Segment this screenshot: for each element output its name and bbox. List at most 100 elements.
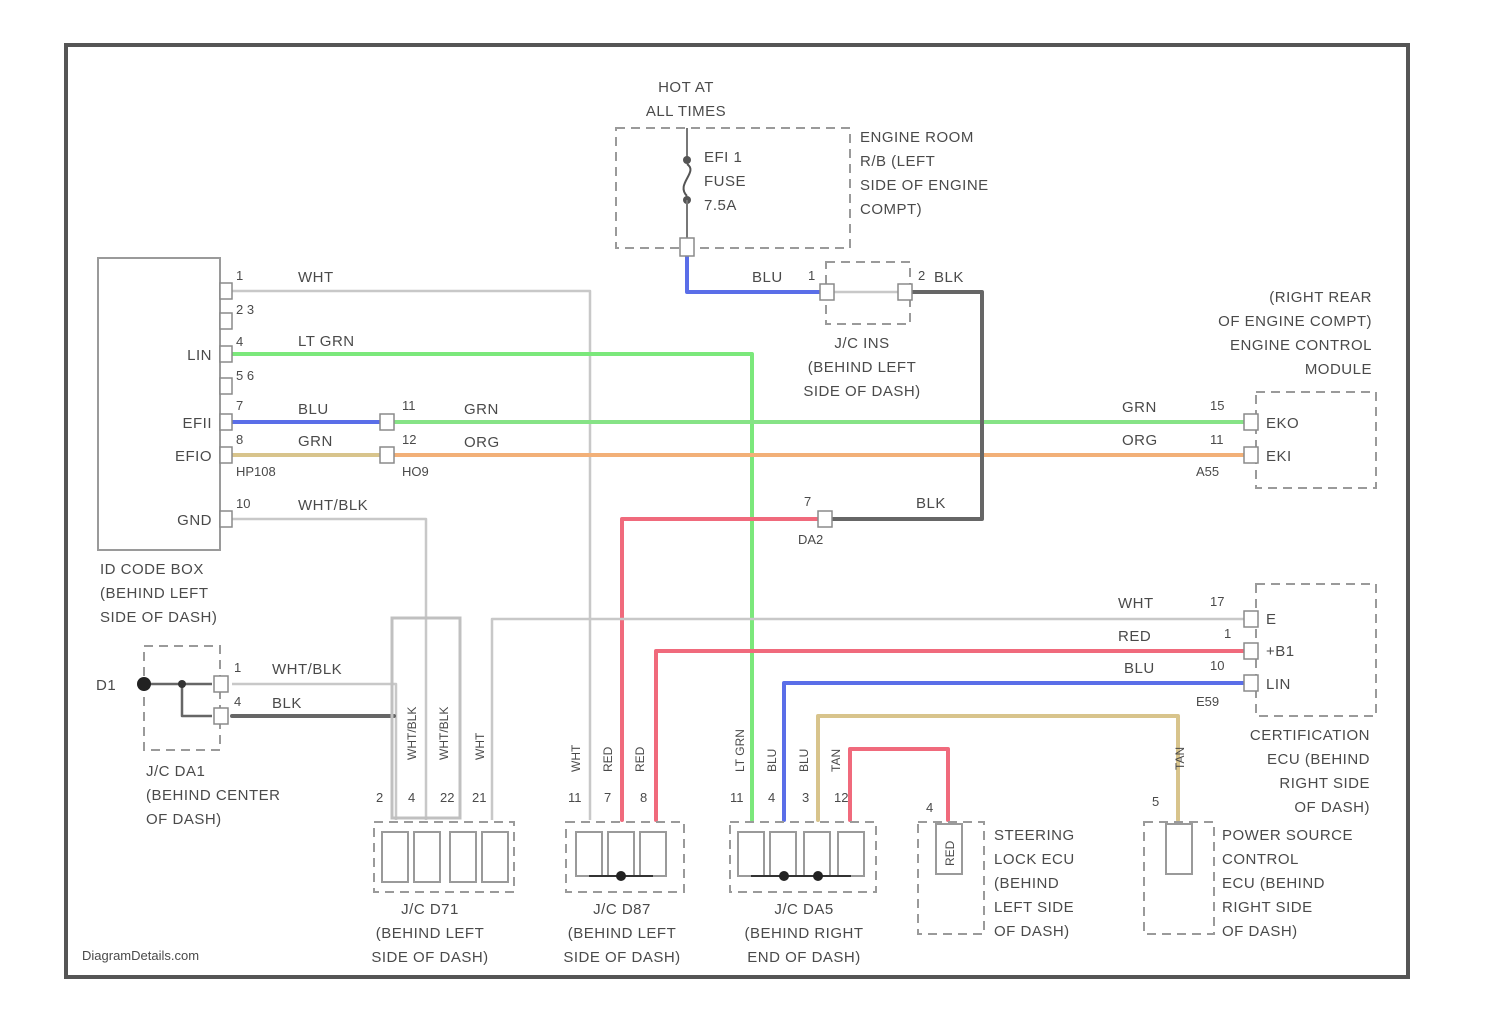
fuse-location-2: R/B (LEFT — [860, 153, 935, 170]
jc-ins-pin-1 — [820, 284, 834, 300]
b3-splice-2 — [813, 871, 823, 881]
wire-red-steer — [850, 749, 948, 820]
cert-pin-10-num: 10 — [1210, 658, 1224, 673]
jc-da1-caption-1: J/C DA1 — [146, 763, 205, 780]
b2-conn-2 — [608, 832, 634, 876]
cert-signal-e: E — [1266, 611, 1277, 628]
id-pin-10 — [220, 511, 232, 527]
b1-conn-3 — [450, 832, 476, 882]
id-pin-5-6 — [220, 378, 232, 394]
b2-wire-label-2: RED — [601, 746, 615, 772]
pwr-src-caption-3: ECU (BEHIND — [1222, 875, 1325, 892]
watermark: DiagramDetails.com — [82, 948, 199, 963]
pwr-src-caption-5: OF DASH) — [1222, 923, 1298, 940]
grn-ecm-label: GRN — [1122, 399, 1157, 416]
b3-splice-1 — [779, 871, 789, 881]
ecm-pin-15 — [1244, 414, 1258, 430]
b3-pin-1: 11 — [730, 790, 744, 805]
id-pin-8 — [220, 447, 232, 463]
b2-pin-1: 11 — [568, 790, 582, 805]
ground-splice — [178, 680, 186, 688]
jc-ins-pin-2-num: 2 — [918, 268, 925, 283]
b1-pin-1: 2 — [376, 790, 383, 805]
cert-connector-code: E59 — [1196, 694, 1219, 709]
steering-caption-5: OF DASH) — [994, 923, 1070, 940]
id-pin-7-num: 7 — [236, 398, 243, 413]
cert-pin-10 — [1244, 675, 1258, 691]
b3-wire-label-4: TAN — [829, 749, 843, 772]
b2-caption-3: SIDE OF DASH) — [563, 949, 680, 966]
b1-conn-4 — [482, 832, 508, 882]
fuse-symbol — [684, 164, 691, 196]
steering-wire-label: RED — [943, 840, 957, 866]
id-signal-efii: EFII — [182, 415, 212, 432]
inline-connector-code: HO9 — [402, 464, 429, 479]
cert-pin-17 — [1244, 611, 1258, 627]
b1-caption-1: J/C D71 — [401, 901, 459, 918]
steering-caption-1: STEERING — [994, 827, 1075, 844]
org-mid-label: ORG — [464, 434, 500, 451]
steering-caption-3: (BEHIND — [994, 875, 1059, 892]
wht-cert-label: WHT — [1118, 595, 1154, 612]
pwr-src-caption-1: POWER SOURCE — [1222, 827, 1353, 844]
fuse-location-3: SIDE OF ENGINE — [860, 177, 989, 194]
id-caption-2: (BEHIND LEFT — [100, 585, 209, 602]
blu-cert-label: BLU — [1124, 660, 1155, 677]
pwr-src-pin: 5 — [1152, 794, 1159, 809]
b3-pin-4: 12 — [834, 790, 848, 805]
b3-caption-3: END OF DASH) — [747, 949, 861, 966]
wire-ground-link-2 — [182, 684, 212, 716]
ecm-caption-1: (RIGHT REAR — [1269, 289, 1372, 306]
b2-caption-1: J/C D87 — [593, 901, 651, 918]
jc-da1-pin-4 — [214, 708, 228, 724]
ecm-caption-3: ENGINE CONTROL — [1230, 337, 1372, 354]
all-times-label: ALL TIMES — [646, 103, 726, 120]
blk-ins-label: BLK — [934, 269, 964, 286]
cert-caption-4: OF DASH) — [1294, 799, 1370, 816]
b2-splice — [616, 871, 626, 881]
b2-conn-1 — [576, 832, 602, 876]
pwr-src-conn — [1166, 824, 1192, 874]
b2-pin-3: 8 — [640, 790, 647, 805]
ecm-caption-4: MODULE — [1305, 361, 1372, 378]
inline-pin-12-num: 12 — [402, 432, 416, 447]
b1-wire-label-2: WHT/BLK — [437, 707, 451, 760]
steering-pin: 4 — [926, 800, 933, 815]
b3-wire-label-2: BLU — [765, 749, 779, 772]
b3-conn-1 — [738, 832, 764, 876]
da2-pin-num: 7 — [804, 494, 811, 509]
grn-mid-label: GRN — [464, 401, 499, 418]
inline-pin-11-num: 11 — [402, 398, 416, 413]
ecm-connector-code: A55 — [1196, 464, 1219, 479]
b1-wire-label-1: WHT/BLK — [405, 707, 419, 760]
blk-da2-label: BLK — [916, 495, 946, 512]
ground-point — [137, 677, 151, 691]
fuse-dot-top — [683, 156, 691, 164]
b1-caption-3: SIDE OF DASH) — [371, 949, 488, 966]
cert-pin-1-num: 1 — [1224, 626, 1231, 641]
b1-pin-4: 21 — [472, 790, 486, 805]
id-caption-1: ID CODE BOX — [100, 561, 204, 578]
fuse-pin — [680, 238, 694, 256]
id-signal-gnd: GND — [177, 512, 212, 529]
b1-wire-label-3: WHT — [473, 732, 487, 760]
b1-conn-2 — [414, 832, 440, 882]
id-pin-4 — [220, 346, 232, 362]
b2-wire-label-1: WHT — [569, 744, 583, 772]
cert-caption-2: ECU (BEHIND — [1267, 751, 1370, 768]
id-pin-7 — [220, 414, 232, 430]
id-pin-2-3-num: 2 3 — [236, 302, 254, 317]
steering-caption-4: LEFT SIDE — [994, 899, 1074, 916]
jc-ins-caption-1: J/C INS — [834, 335, 889, 352]
b1-conn-1 — [382, 832, 408, 882]
jc-da1-pin-1 — [214, 676, 228, 692]
cert-signal-b1: +B1 — [1266, 643, 1295, 660]
b3-wire-label-1: LT GRN — [733, 729, 747, 772]
jc-da1-pin-4-num: 4 — [234, 694, 241, 709]
id-pin-4-num: 4 — [236, 334, 243, 349]
b1-pin-2: 4 — [408, 790, 415, 805]
id-connector-code: HP108 — [236, 464, 276, 479]
jc-da1-caption-3: OF DASH) — [146, 811, 222, 828]
b3-wire-label-3: BLU — [797, 749, 811, 772]
inline-pin-12 — [380, 447, 394, 463]
